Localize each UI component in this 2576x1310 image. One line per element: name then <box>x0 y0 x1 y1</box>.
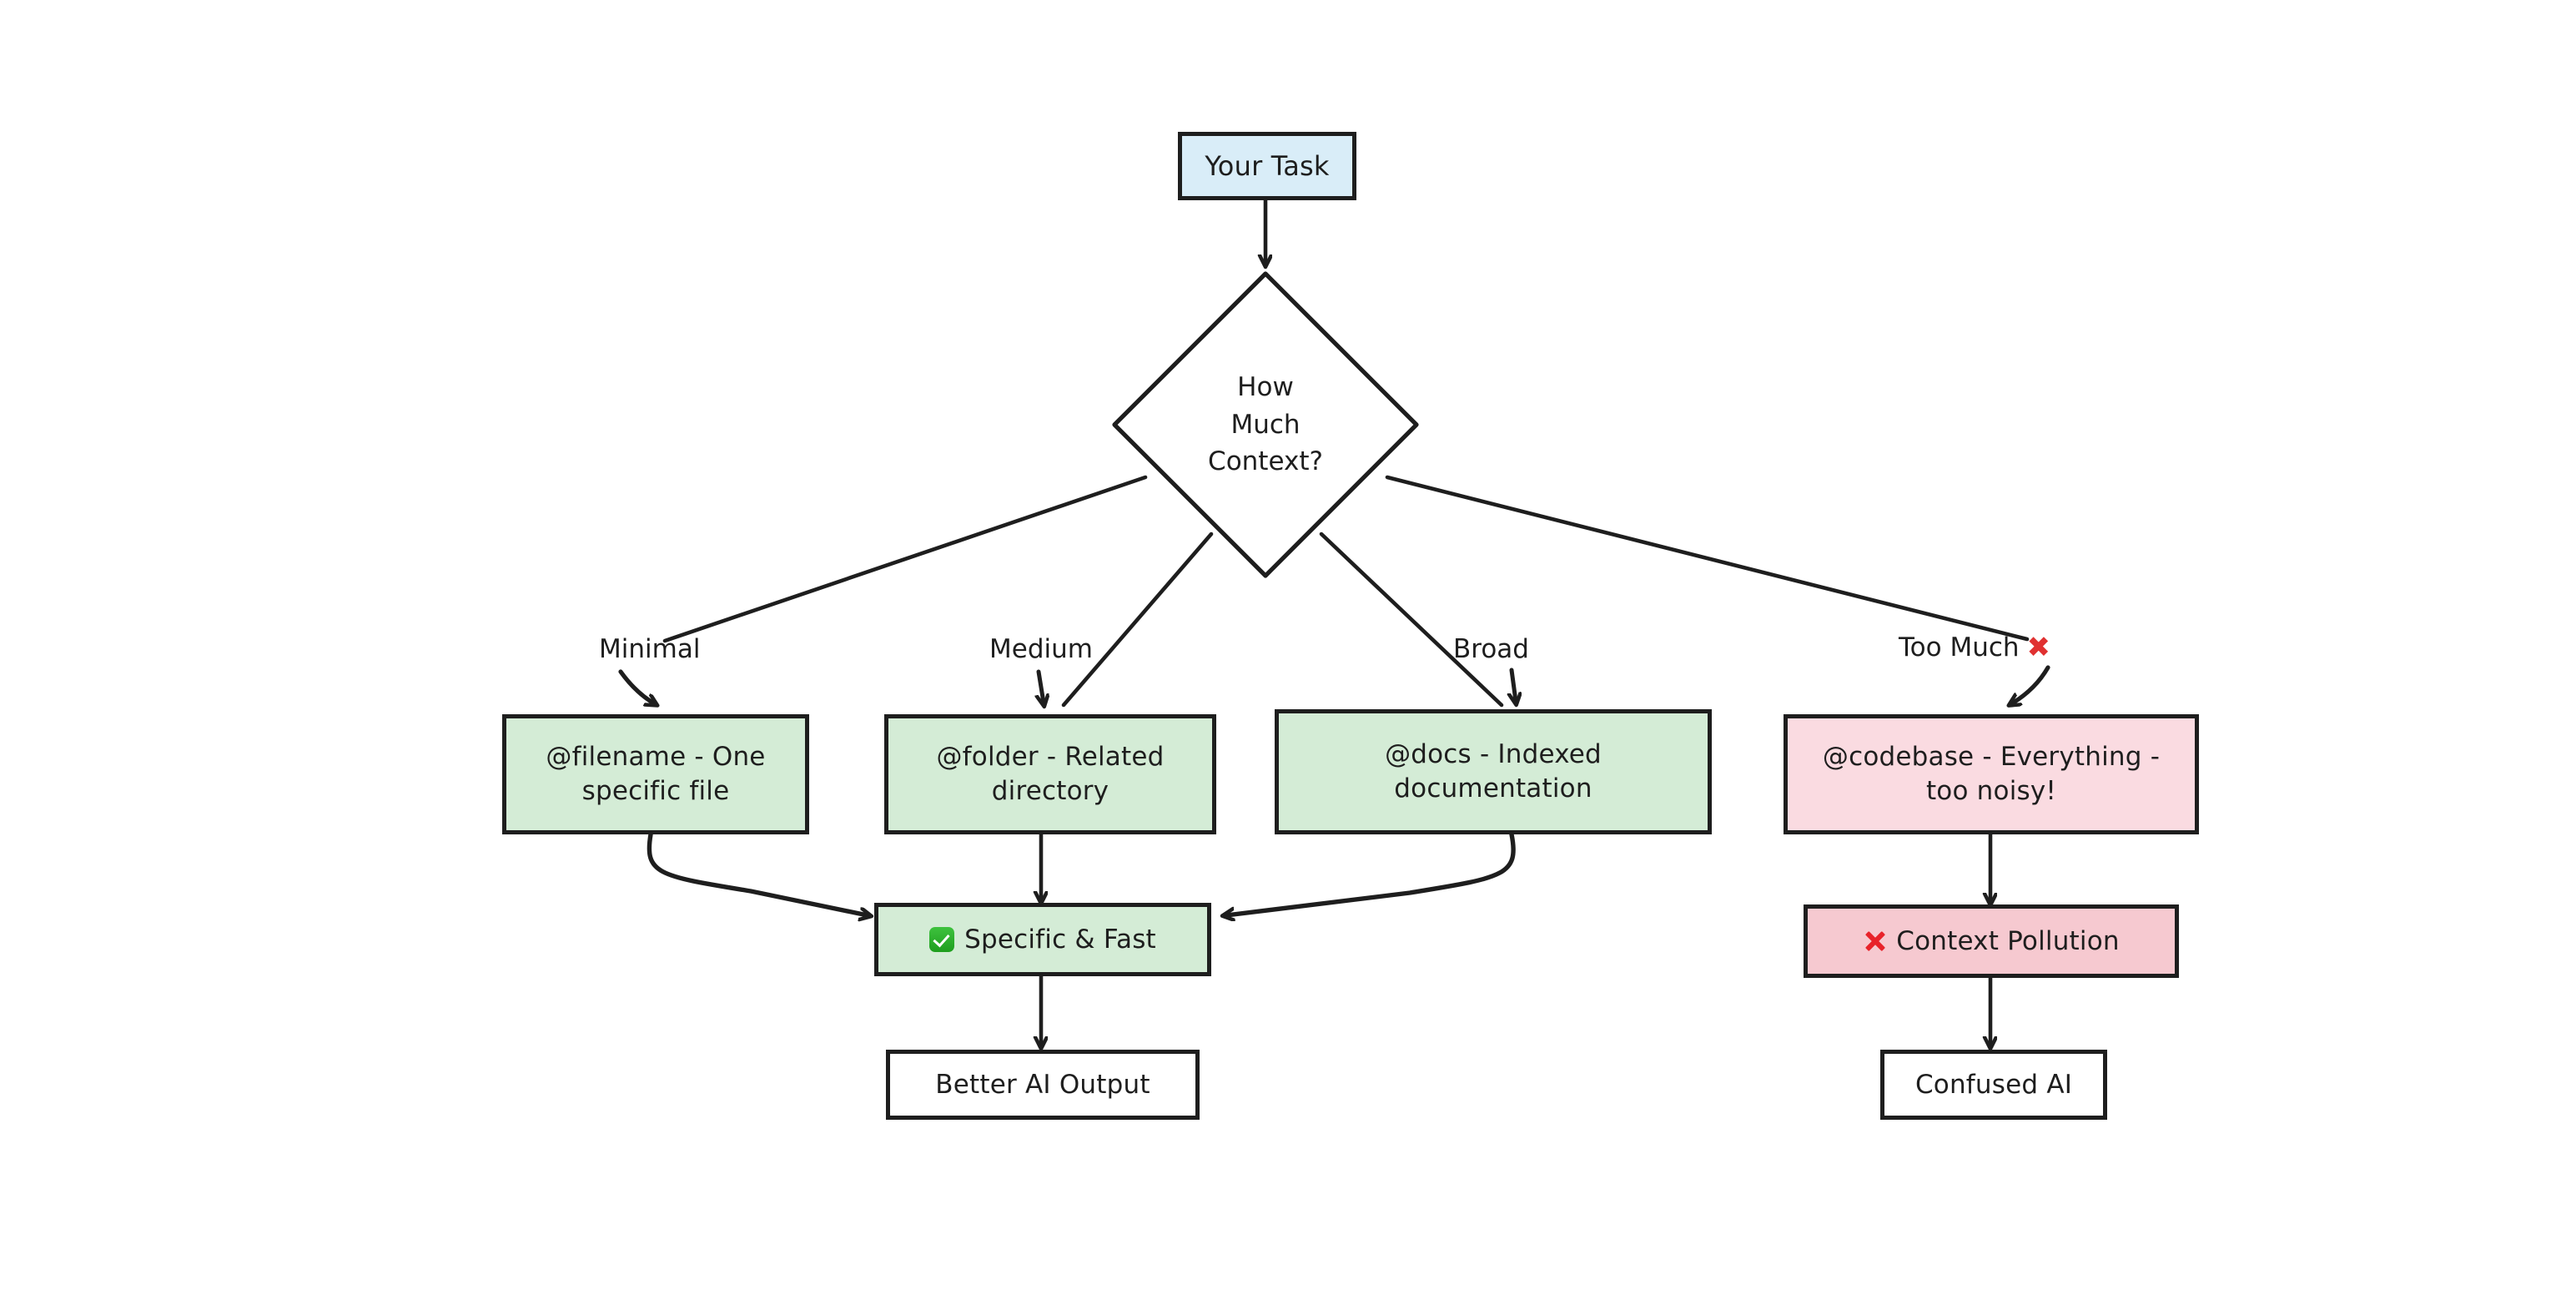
cross-mark-icon: ✖ <box>2026 631 2051 664</box>
folder-label-line2: directory <box>991 776 1109 806</box>
cross-mark-icon <box>1863 930 1886 953</box>
node-confused-ai[interactable]: Confused AI <box>1880 1050 2107 1120</box>
edge-label-medium: Medium <box>989 634 1093 664</box>
docs-label-line1: @docs - Indexed <box>1385 739 1602 770</box>
codebase-label-line1: @codebase - Everything - <box>1822 742 2161 773</box>
context-pollution-label: Context Pollution <box>1896 925 2120 956</box>
better-output-label: Better AI Output <box>935 1069 1150 1100</box>
docs-label-line2: documentation <box>1394 773 1592 804</box>
edge-docs-to-specific <box>1226 832 1516 915</box>
edge-label-minimal: Minimal <box>599 634 700 664</box>
codebase-label-line2: too noisy! <box>1925 776 2057 806</box>
edge-label-broad: Broad <box>1453 634 1529 664</box>
edge-arrow-medium <box>1039 669 1044 703</box>
too-much-text: Too Much <box>1899 632 2020 663</box>
node-codebase[interactable]: @codebase - Everything - too noisy! <box>1784 714 2199 834</box>
folder-label-line1: @folder - Related <box>936 742 1165 773</box>
node-specific-and-fast[interactable]: Specific & Fast <box>874 903 1211 976</box>
decision-label-line2: Much <box>1230 409 1301 440</box>
confused-ai-label: Confused AI <box>1914 1069 2073 1100</box>
white-check-mark-icon <box>929 927 955 952</box>
node-docs[interactable]: @docs - Indexed documentation <box>1275 709 1712 834</box>
edge-arrow-toomuch <box>2012 665 2050 703</box>
node-context-pollution[interactable]: Context Pollution <box>1804 904 2179 978</box>
decision-label-line1: How <box>1237 371 1294 402</box>
minimal-text: Minimal <box>599 634 701 664</box>
diamond-shape <box>1112 271 1419 578</box>
edge-filename-to-specific <box>647 832 868 915</box>
your-task-label: Your Task <box>1205 149 1330 182</box>
edge-decision-to-docs <box>1319 532 1504 708</box>
filename-label-line1: @filename - One <box>546 742 766 773</box>
filename-label-line2: specific file <box>581 776 730 806</box>
node-folder[interactable]: @folder - Related directory <box>884 714 1216 834</box>
edge-arrow-broad <box>1512 668 1516 701</box>
node-your-task[interactable]: Your Task <box>1178 132 1356 200</box>
decision-label-line3: Context? <box>1208 446 1323 477</box>
edge-decision-to-codebase <box>1385 475 2030 642</box>
specific-fast-label: Specific & Fast <box>964 924 1156 955</box>
edge-decision-to-folder <box>1061 532 1214 708</box>
decision-diamond[interactable]: How Much Context? <box>1109 269 1421 581</box>
node-better-ai-output[interactable]: Better AI Output <box>886 1050 1200 1120</box>
edge-label-too-much: Too Much ✖ <box>1899 632 2050 663</box>
node-filename[interactable]: @filename - One specific file <box>502 714 809 834</box>
medium-text: Medium <box>989 634 1093 664</box>
edge-arrow-minimal <box>618 669 654 703</box>
edge-decision-to-filename <box>662 475 1148 643</box>
broad-text: Broad <box>1453 634 1529 664</box>
